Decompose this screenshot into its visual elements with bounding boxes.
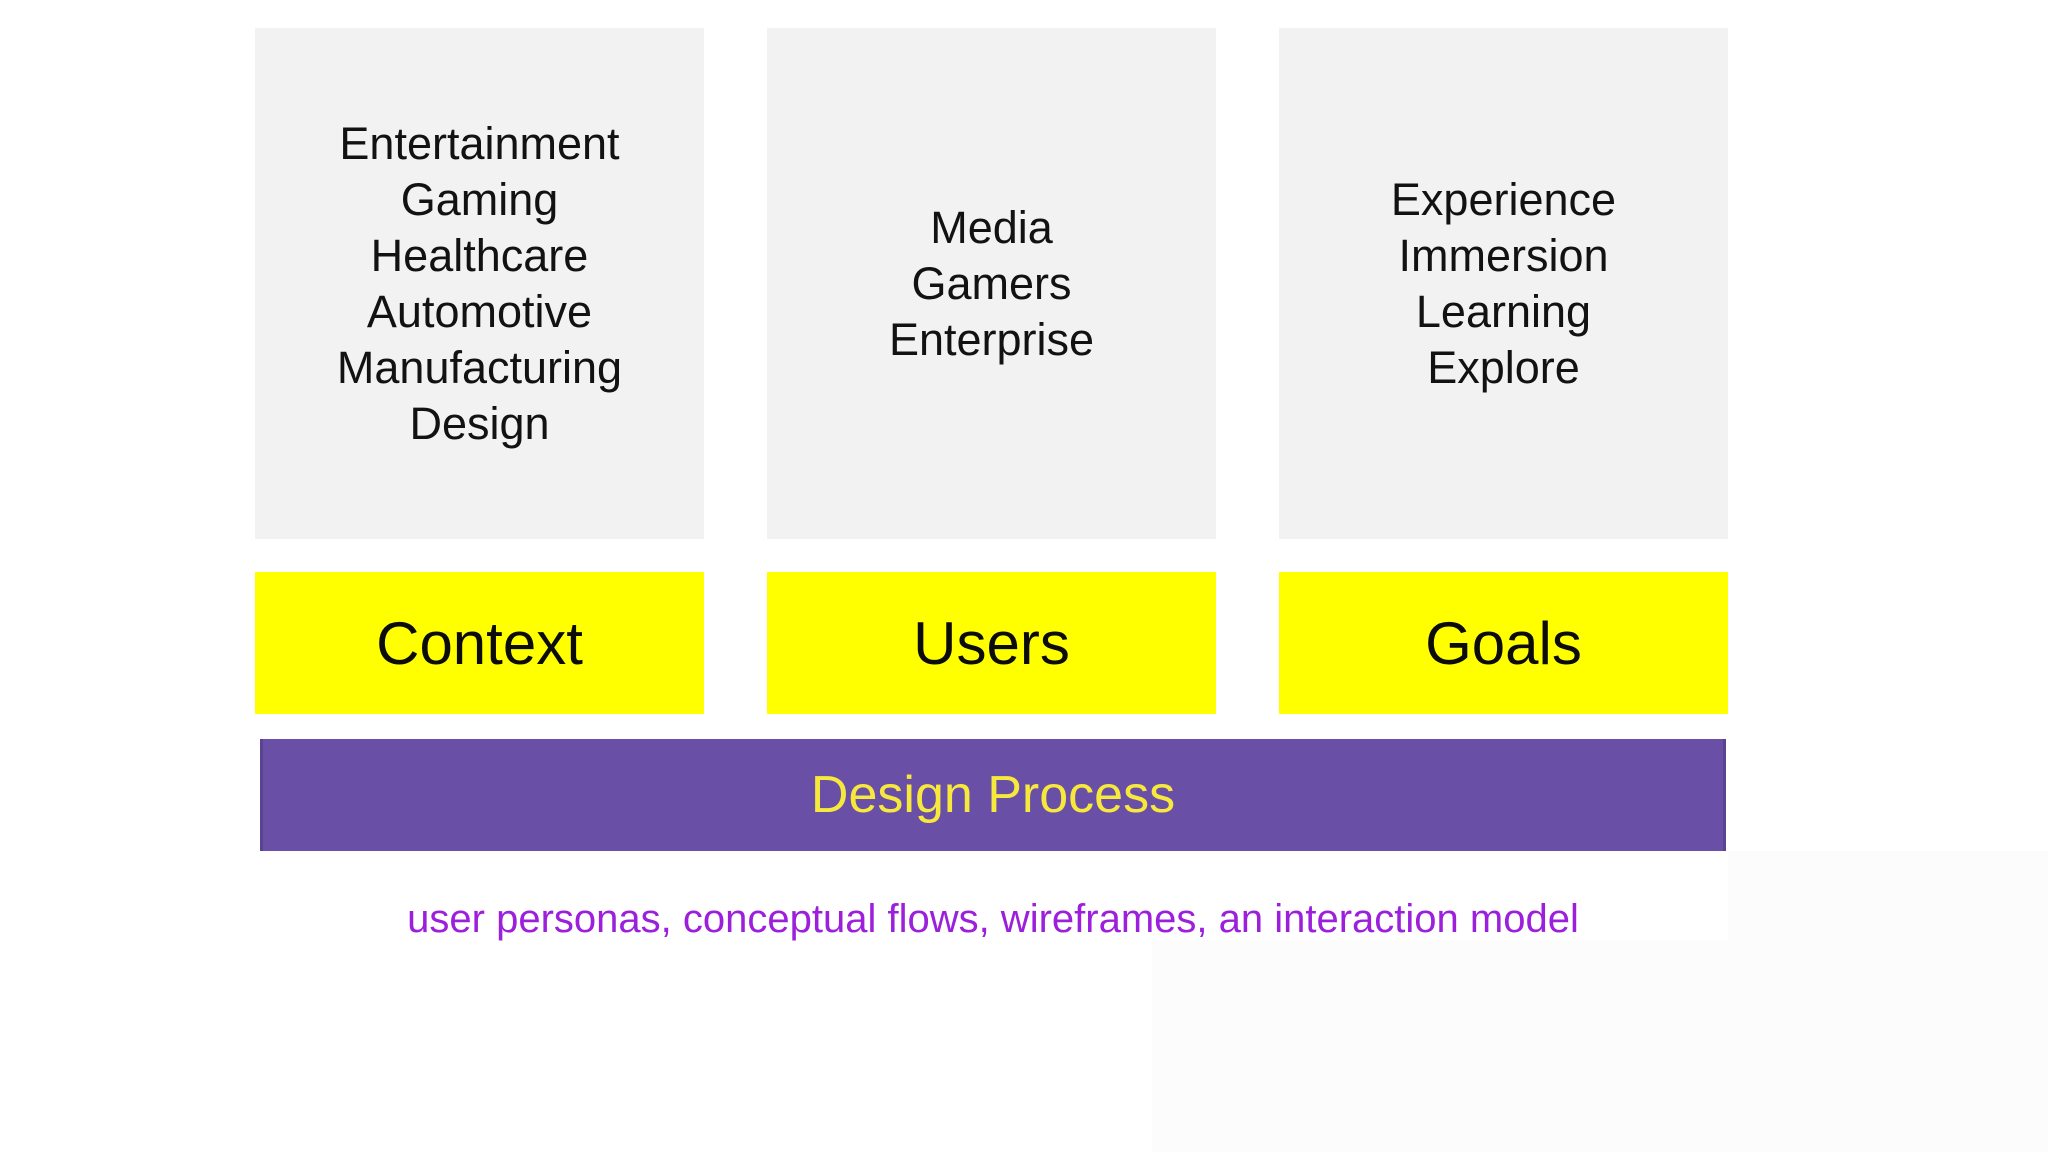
users-items-box: Media Gamers Enterprise: [767, 28, 1216, 539]
columns-row: Entertainment Gaming Healthcare Automoti…: [255, 28, 1728, 714]
users-label: Users: [913, 609, 1070, 677]
bottom-right-panel-strip: [1728, 851, 2048, 1152]
goals-label: Goals: [1425, 609, 1582, 677]
context-label: Context: [376, 609, 583, 677]
column-users: Media Gamers Enterprise Users: [767, 28, 1216, 714]
context-items-box: Entertainment Gaming Healthcare Automoti…: [255, 28, 704, 539]
users-items-text: Media Gamers Enterprise: [888, 201, 1095, 365]
column-goals: Experience Immersion Learning Explore Go…: [1279, 28, 1728, 714]
users-label-bar: Users: [767, 572, 1216, 714]
goals-items-box: Experience Immersion Learning Explore: [1279, 28, 1728, 539]
column-context: Entertainment Gaming Healthcare Automoti…: [255, 28, 704, 714]
context-items-text: Entertainment Gaming Healthcare Automoti…: [336, 117, 623, 449]
context-label-bar: Context: [255, 572, 704, 714]
goals-items-text: Experience Immersion Learning Explore: [1390, 173, 1617, 393]
goals-label-bar: Goals: [1279, 572, 1728, 714]
process-outputs-caption: user personas, conceptual flows, wirefra…: [407, 897, 1579, 941]
design-process-label: Design Process: [810, 766, 1176, 824]
design-process-bar: Design Process: [260, 739, 1726, 851]
